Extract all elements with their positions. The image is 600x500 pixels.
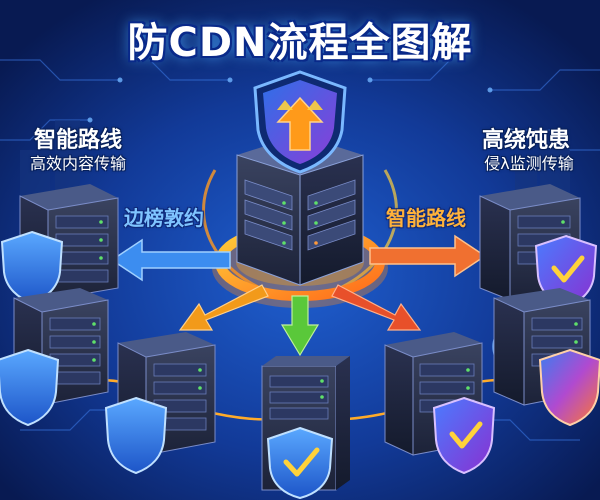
bottom-center-shield-icon bbox=[266, 426, 334, 500]
right-direction-arrow-icon bbox=[369, 234, 487, 278]
right-label-subtitle: 侵λ监测传输 bbox=[484, 154, 574, 173]
bottom-left-shield-icon bbox=[104, 396, 168, 475]
left-label-title: 智能路线 bbox=[33, 128, 122, 153]
right-upper-check-icon bbox=[551, 255, 585, 283]
left-arrow-label: 边榜敦约 bbox=[124, 206, 204, 230]
bottom-right-shield-icon bbox=[432, 396, 496, 475]
right-arrow-label: 智能路线 bbox=[386, 206, 466, 230]
left-direction-arrow-icon bbox=[110, 238, 231, 282]
right-label-title: 高绕饨患 bbox=[481, 128, 570, 153]
left-lower-shield-icon bbox=[0, 348, 60, 427]
right-lower-shield-icon bbox=[538, 348, 600, 427]
upload-arrow-icon bbox=[276, 96, 324, 151]
bottom-center-check-icon bbox=[283, 447, 320, 477]
left-label-subtitle: 高效内容传输 bbox=[29, 154, 126, 173]
page-title: 防CDN流程全图解 bbox=[127, 20, 473, 66]
bottom-right-check-icon bbox=[449, 421, 483, 449]
